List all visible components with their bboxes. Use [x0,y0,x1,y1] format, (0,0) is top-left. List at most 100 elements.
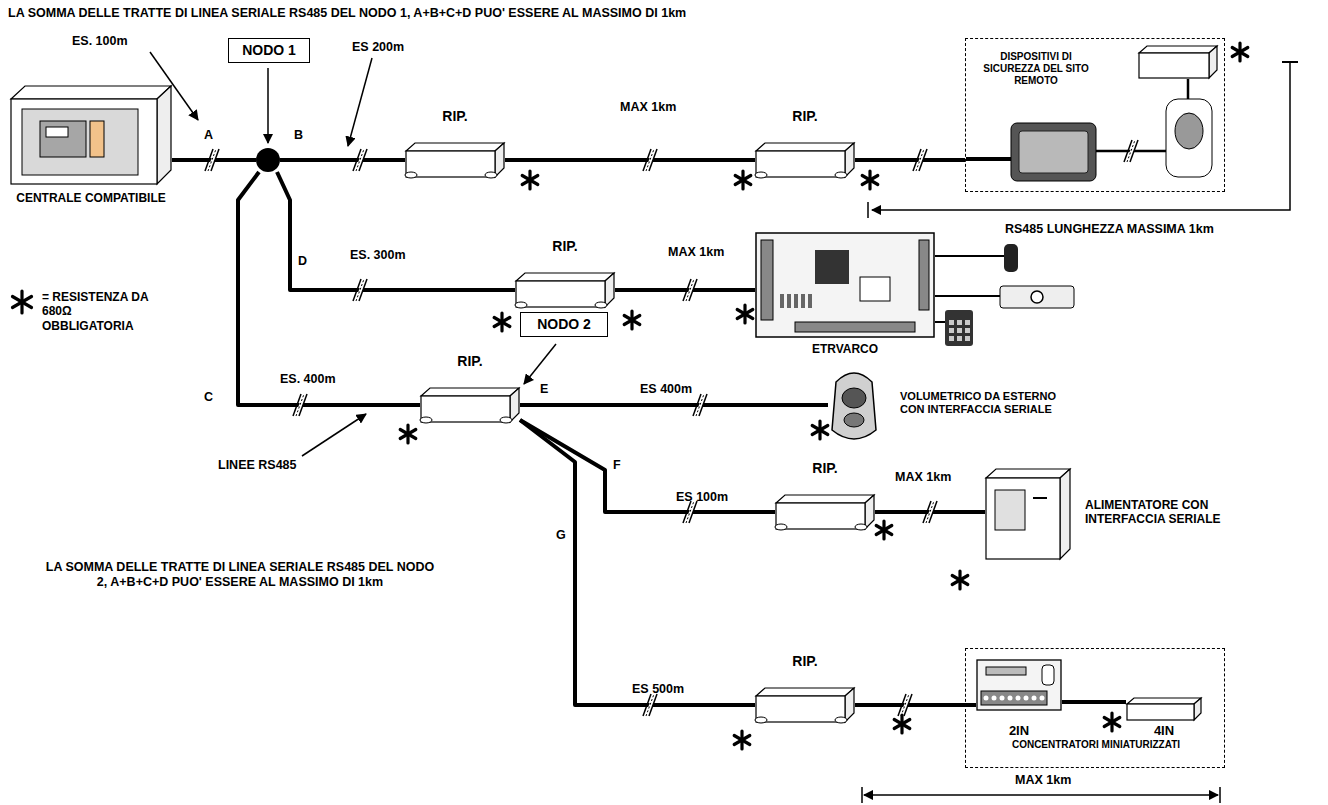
length-label: ES. 100m [72,34,128,49]
terminal-screw [984,696,989,701]
node-label: CENTRALE COMPATIBILE [10,191,172,205]
star-stroke [1232,48,1248,57]
box-side [1194,698,1201,720]
keypad-key [957,320,962,325]
star-stroke [876,526,892,535]
terminal-screw [1032,696,1037,701]
dimension-tick [1282,61,1298,63]
node-label: NODO 1 [228,38,310,63]
node-illustration [1126,697,1202,721]
star-stroke [894,720,910,729]
node-label: RIP. [755,653,855,670]
node-illustration [755,687,855,723]
repeater-ear [755,717,767,723]
repeater: RIP. [755,142,855,178]
legend-item: = RESISTENZA DA 680Ω OBBLIGATORIA [8,288,198,348]
break-line [929,501,937,523]
leader-line [267,68,269,143]
node-label: RIP. [405,108,505,125]
keypad-tablet [1011,123,1096,181]
psu-box [986,469,1070,559]
length-label: ES 400m [640,382,692,397]
break-line [356,149,364,171]
box-side [845,688,854,722]
break-line [1127,140,1135,162]
component [787,294,791,308]
node-label: RIP. [775,460,875,477]
break-line [211,149,219,171]
repeater-ear [420,417,432,423]
star-stroke [812,426,828,435]
box-top [756,688,854,696]
panel-module [40,121,86,157]
wire [1187,79,1190,99]
terminal-row [761,240,773,320]
repeater-ear [485,172,497,178]
terminal-screw [1008,696,1013,701]
segment-letter: B [294,128,303,143]
node-label: 4IN [1126,723,1202,739]
repeater-ear [835,717,847,723]
break-line [689,279,697,301]
resistor-star [494,313,510,331]
break-line [686,279,694,301]
box-top [776,495,874,503]
break-line [299,394,307,416]
node-illustration [755,142,855,178]
box-top [1127,698,1201,704]
node-illustration [775,494,875,530]
connector-layer [172,160,1126,705]
dimension-tick [867,202,869,218]
segment-letter: D [298,254,307,269]
resistor-star [400,425,416,443]
node-label: CONCENTRATORI MINIATURIZZATI [986,739,1206,751]
node-illustration [405,142,505,178]
dimension-tick [1219,787,1221,803]
star-stroke [624,316,640,325]
legend-text: = RESISTENZA DA 680Ω OBBLIGATORIA [42,290,154,333]
panel-door [22,109,138,175]
keypad-key [949,320,954,325]
length-label: ES 500m [632,682,684,697]
node-label: RIP. [420,353,520,370]
resistor-star [737,305,753,323]
length-label: ES 200m [352,40,404,55]
break-line [359,279,367,301]
break-line [1130,140,1138,162]
box-top [516,273,614,281]
control-panel: CENTRALE COMPATIBILE [10,85,172,235]
break-mark [643,149,657,171]
panel-cabinet [11,86,171,184]
resistor-star [734,731,750,749]
resistor-star [12,291,31,313]
terminal-screw [1000,696,1005,701]
mini-box [1127,698,1201,720]
resistor-star [862,171,878,189]
keypad-key [957,328,962,333]
star-stroke [734,736,750,745]
break-line [696,394,704,416]
power-supply: ALIMENTATORE CON INTERFACCIA SERIALE [985,468,1241,563]
break-line [359,149,367,171]
repeater-box [421,388,519,422]
resistor-star [1232,43,1248,61]
repeater-box [756,688,854,722]
node-illustration [420,387,520,423]
break-line [926,501,934,523]
star-stroke [952,576,968,585]
star-stroke [494,318,510,327]
box-top [406,143,504,151]
box-front [776,503,865,529]
concentrator-group: CONCENTRATORI MINIATURIZZATI2IN4IN [965,648,1225,768]
junction-node: NODO 1 [256,148,280,172]
keypad-key [957,336,962,341]
star-stroke [735,176,751,185]
break-mark [693,394,707,416]
repeater: RIP. [405,142,505,178]
box-front [421,396,510,422]
pcb [977,660,1061,710]
segment-letter: E [540,382,548,397]
psu-led [1033,497,1047,499]
break-mark [683,279,697,301]
concentrator-4in: 4IN [1126,697,1202,721]
